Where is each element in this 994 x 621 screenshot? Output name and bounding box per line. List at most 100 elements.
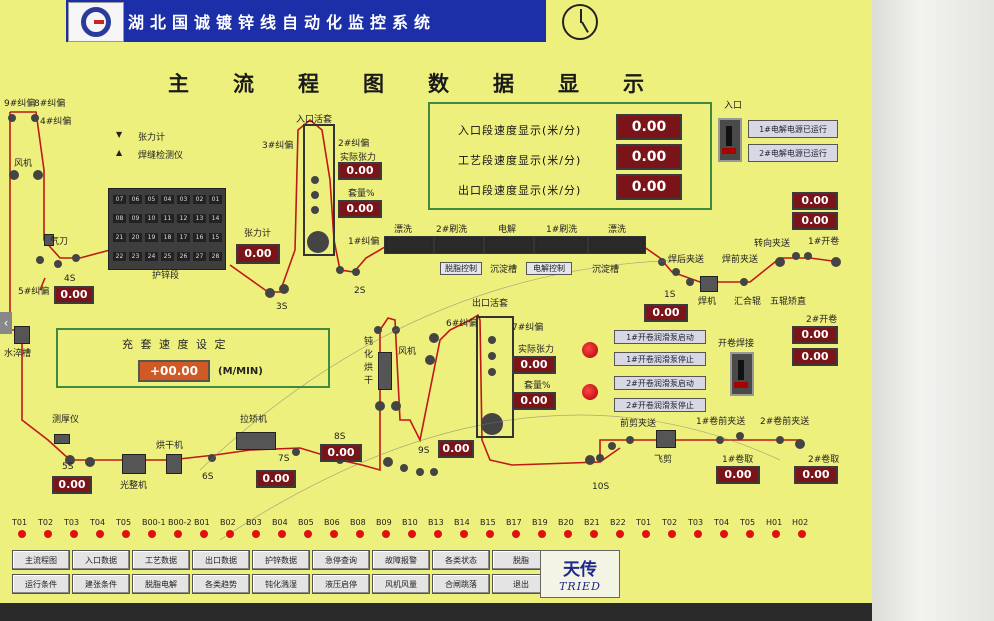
electrolysis-power1-button[interactable]: 1#电解电源已运行 [748, 120, 838, 138]
nav-button[interactable]: 建张条件 [72, 574, 130, 594]
value-exit-loop: 0.00 [512, 392, 556, 410]
pump1-stop-button[interactable]: 1#开卷润滑泵停止 [614, 352, 706, 366]
signal-label: B02 [220, 518, 236, 527]
monitor-bezel [872, 0, 994, 621]
guard-grid-cell: 27 [193, 252, 206, 261]
app-title: 湖北国诚镀锌线自动化监控系统 [128, 13, 437, 32]
value-s1: 0.00 [644, 304, 688, 322]
signal-dot [486, 530, 494, 538]
weld-machine [700, 276, 718, 292]
nav-button[interactable]: 钝化溅湿 [252, 574, 310, 594]
entry-switch[interactable] [718, 118, 742, 162]
loop-speed-input[interactable]: +00.00 [138, 360, 210, 382]
leveler-machine [236, 432, 276, 450]
electrolysis-power2-button[interactable]: 2#电解电源已运行 [748, 144, 838, 162]
label-actual-tension1: 实际张力 [340, 153, 377, 163]
brand-logo: 天传 TRIED [540, 550, 620, 598]
electrolysis-control-button[interactable]: 电解控制 [526, 262, 572, 275]
speed-value-entry: 0.00 [616, 114, 682, 140]
nav-button[interactable]: 出口数据 [192, 550, 250, 570]
label-water-tank: 水淬槽 [4, 349, 32, 359]
signal-label: B22 [610, 518, 626, 527]
pump2-start-button[interactable]: 2#开卷润滑泵启动 [614, 376, 706, 390]
scroll-left-icon[interactable]: ‹ [0, 312, 12, 334]
monitor-bottom [0, 603, 872, 621]
label-s7: 7S [278, 454, 290, 464]
signal-label: B00-2 [168, 518, 192, 527]
nav-button[interactable]: 运行条件 [12, 574, 70, 594]
label-guard-section: 护锌段 [152, 271, 180, 281]
label-actual-tension2: 实际张力 [518, 345, 555, 355]
guard-grid-cell: 22 [113, 252, 126, 261]
nav-button[interactable]: 主流程图 [12, 550, 70, 570]
label-soft-water: 沉淀槽 [490, 265, 518, 275]
speed-value-process: 0.00 [616, 144, 682, 170]
nav-button[interactable]: 各类状态 [432, 550, 490, 570]
label-cb7: 7#纠偏 [512, 323, 544, 333]
guard-grid-cell: 20 [129, 233, 142, 242]
signal-label: T04 [714, 518, 730, 527]
page-title: 主流程图数据显示 [168, 71, 688, 96]
signal-label: B17 [506, 518, 522, 527]
nav-button[interactable]: 风机风量 [372, 574, 430, 594]
nav-button[interactable]: 急停查询 [312, 550, 370, 570]
label-coil-weld: 开卷焊接 [718, 339, 755, 349]
speed-label-entry: 入口段速度显示(米/分) [458, 124, 582, 137]
nav-button[interactable]: 入口数据 [72, 550, 130, 570]
value-coiler1: 0.00 [716, 466, 760, 484]
dryer-unit [166, 454, 182, 474]
label-fan: 风机 [14, 159, 33, 169]
label-pre-clean: 沉淀槽 [592, 265, 620, 275]
loop-setting-title: 充 套 速 度 设 定 [122, 338, 228, 351]
guard-grid-cell: 03 [177, 195, 190, 204]
signal-dot [44, 530, 52, 538]
signal-label: T04 [90, 518, 106, 527]
pump1-start-button[interactable]: 1#开卷润滑泵启动 [614, 330, 706, 344]
value-entry-loop: 0.00 [338, 200, 382, 218]
nav-button[interactable]: 故障报警 [372, 550, 430, 570]
label-post-weld-feed: 焊后夹送 [668, 255, 705, 265]
label-entry-loop: 入口活套 [296, 115, 333, 125]
label-s4: 4S [64, 274, 76, 284]
nav-button[interactable]: 各类趋势 [192, 574, 250, 594]
signal-dot [70, 530, 78, 538]
guard-grid-cell: 23 [129, 252, 142, 261]
coil-weld-switch[interactable] [730, 352, 754, 396]
nav-button[interactable]: 合闸跳落 [432, 574, 490, 594]
label-s5: 5S [62, 462, 74, 472]
nav-button[interactable]: 脱脂电解 [132, 574, 190, 594]
label-air-knife: 气刀 [50, 237, 69, 247]
logo-g-icon [81, 7, 111, 37]
exit-loop-tower [476, 316, 514, 438]
degrease-control-button[interactable]: 脱脂控制 [440, 262, 482, 275]
guard-grid-cell: 15 [209, 233, 222, 242]
value-coiler2: 0.00 [794, 466, 838, 484]
guard-grid-cell: 26 [177, 252, 190, 261]
guard-grid-cell: 02 [193, 195, 206, 204]
signal-label: B20 [558, 518, 574, 527]
clock-icon [562, 4, 598, 40]
value-entry-tension: 0.00 [338, 162, 382, 180]
signal-label: B10 [402, 518, 418, 527]
nav-button[interactable]: 护锌数据 [252, 550, 310, 570]
nav-button[interactable]: 液压启停 [312, 574, 370, 594]
nav-button[interactable]: 工艺数据 [132, 550, 190, 570]
label-s1: 1S [664, 290, 676, 300]
signal-dot [304, 530, 312, 538]
guard-grid-cell: 10 [145, 214, 158, 223]
label-passiv-dry: 钝化烘干 [364, 337, 374, 386]
value-s5: 0.00 [52, 476, 92, 494]
speed-label-exit: 出口段速度显示(米/分) [458, 184, 582, 197]
signal-dot [96, 530, 104, 538]
label-coiler1: 1#卷取 [722, 455, 754, 465]
value-uncoiler2-b: 0.00 [792, 348, 838, 366]
label-cb8: 8#纠偏 [34, 99, 66, 109]
value-s7: 0.00 [256, 470, 296, 488]
signal-label: B04 [272, 518, 288, 527]
label-electro: 电解 [498, 225, 517, 235]
alarm-lamp-1 [582, 342, 598, 358]
value-s4: 0.00 [54, 286, 94, 304]
pump2-stop-button[interactable]: 2#开卷润滑泵停止 [614, 398, 706, 412]
signal-dot [668, 530, 676, 538]
